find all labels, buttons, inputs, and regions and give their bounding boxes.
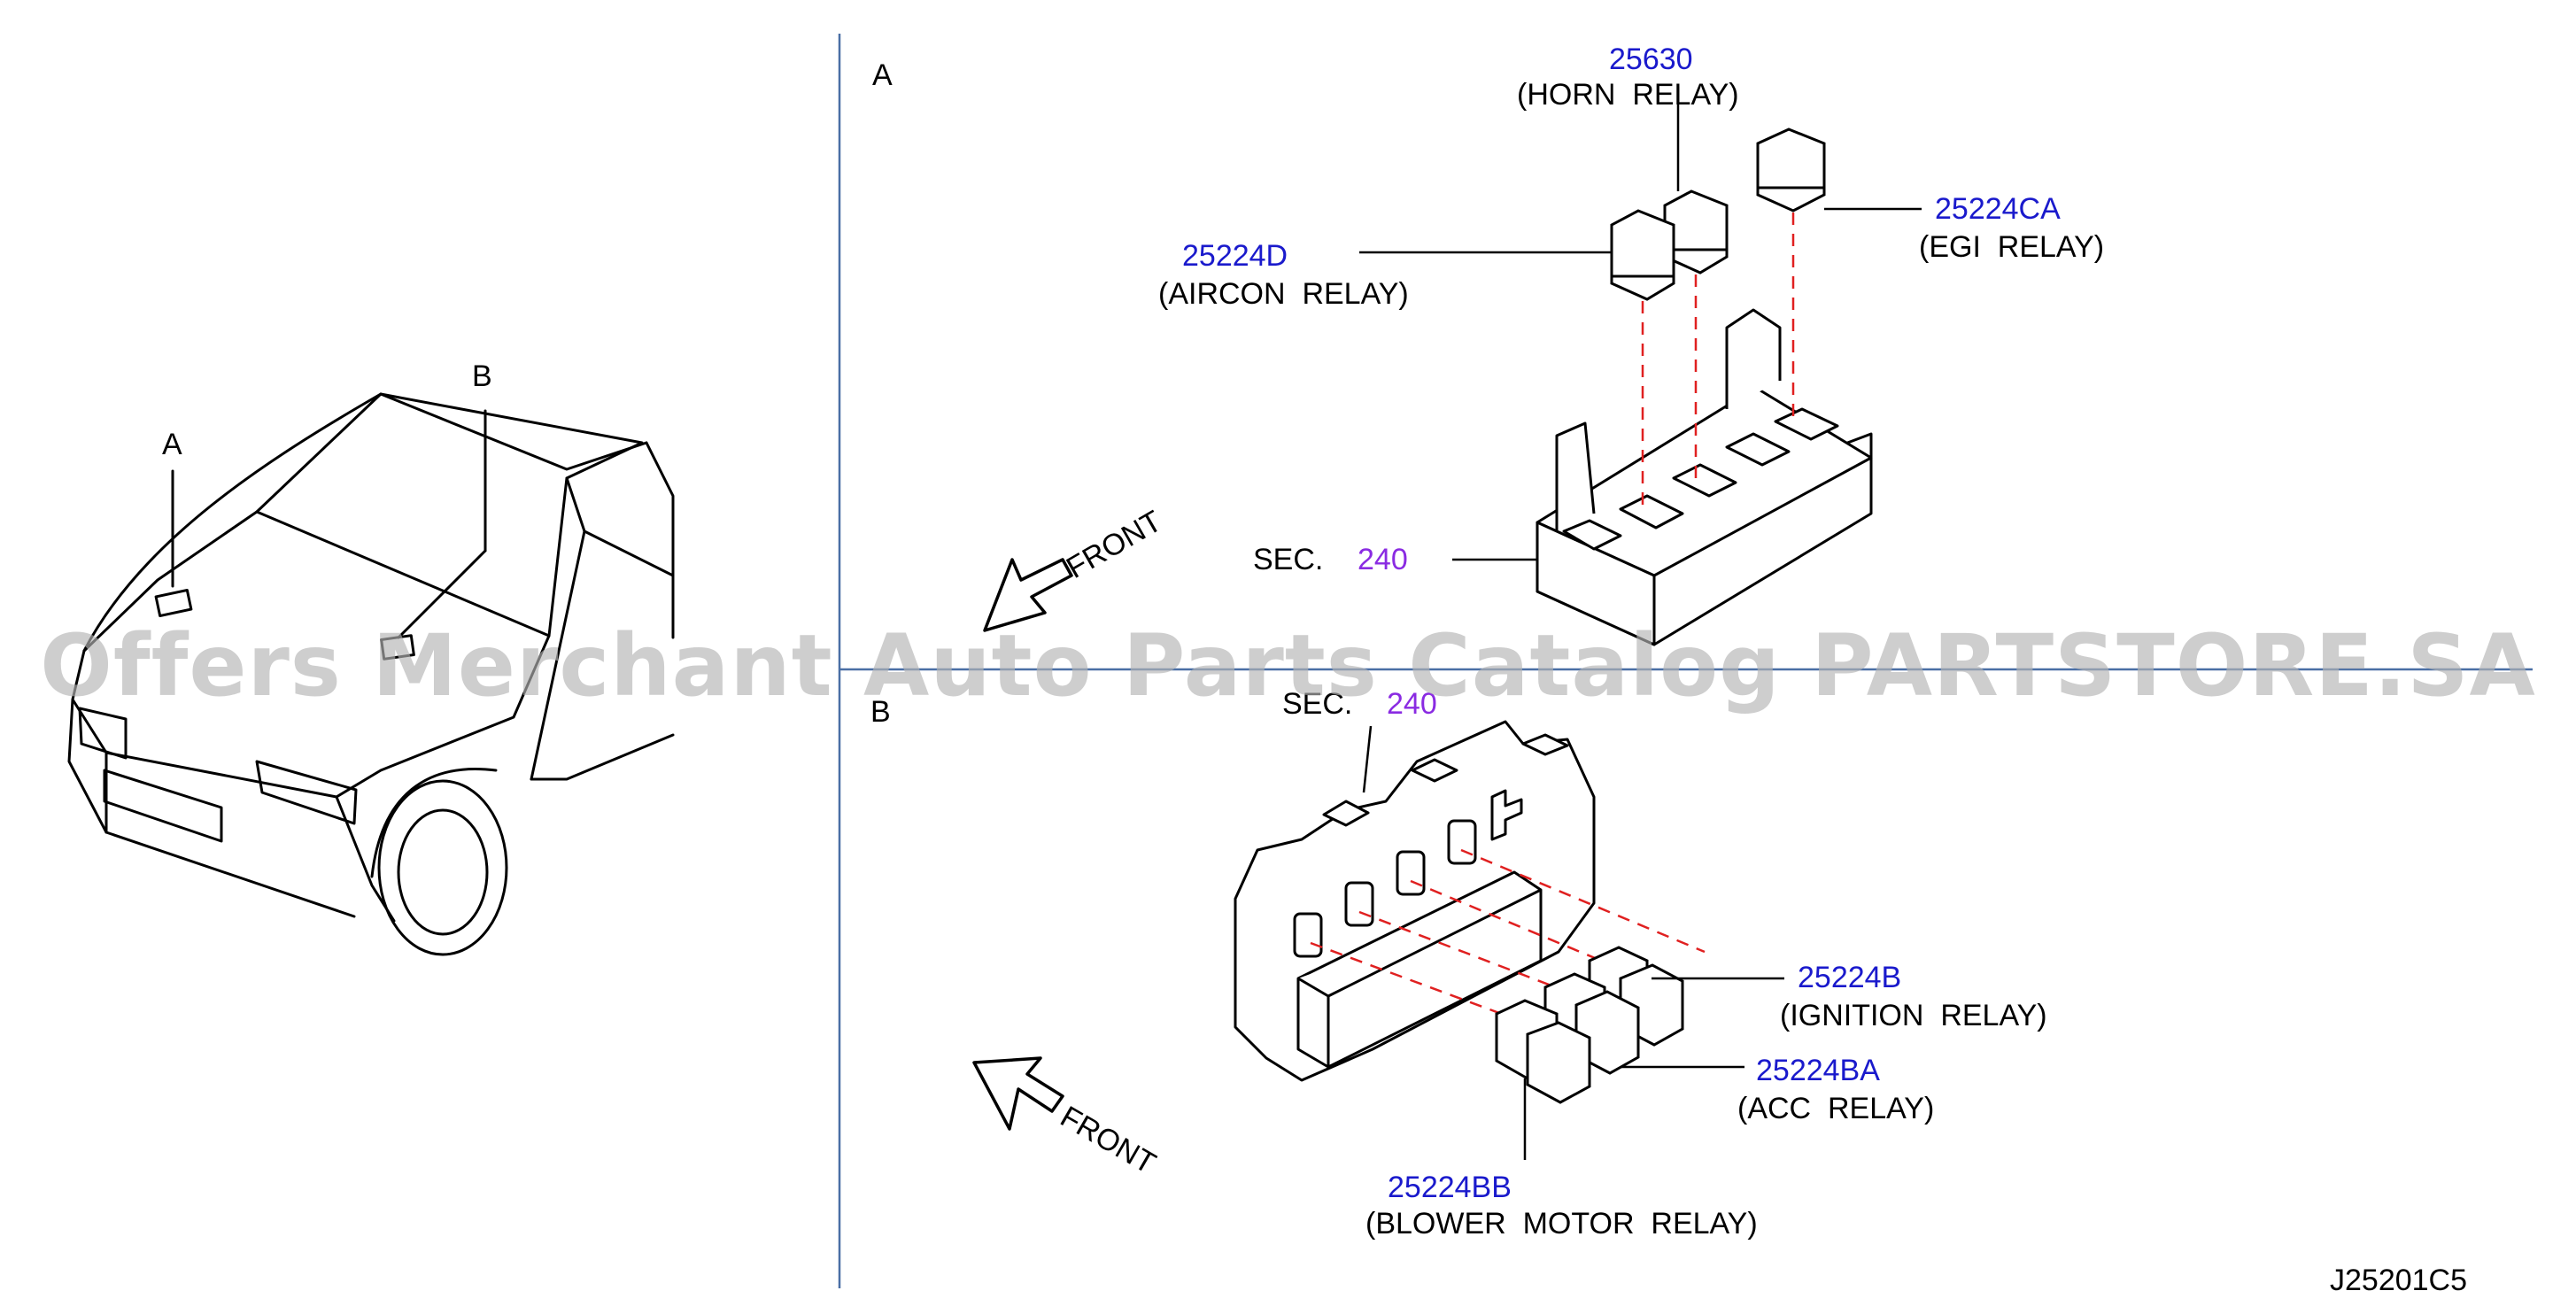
relay-aircon	[1610, 209, 1675, 301]
section-upper-label: SEC.	[1253, 543, 1323, 576]
blower-motor-relay-number: 25224BB	[1388, 1171, 1512, 1204]
front-label-lower: FRONT	[1055, 1100, 1161, 1180]
aircon-relay-name: (AIRCON RELAY)	[1158, 277, 1409, 311]
callout-b-panel: B	[870, 695, 891, 729]
relay-blower-motor	[1495, 999, 1591, 1104]
section-lower-number: 240	[1387, 687, 1437, 721]
leader-lines-lower	[1523, 977, 1784, 1160]
front-arrow-upper	[983, 558, 1073, 632]
leader-lines-upper	[1359, 87, 1922, 561]
horn-relay-name: (HORN RELAY)	[1517, 78, 1739, 112]
aircon-relay-number: 25224D	[1182, 239, 1288, 273]
section-lower-label: SEC.	[1282, 687, 1352, 721]
callout-b-small: B	[472, 359, 492, 393]
egi-relay-name: (EGI RELAY)	[1919, 230, 2104, 264]
blower-motor-relay-name: (BLOWER MOTOR RELAY)	[1365, 1207, 1758, 1241]
callout-a-panel: A	[872, 58, 893, 92]
vehicle-overview	[67, 392, 675, 956]
front-label-upper: FRONT	[1061, 504, 1167, 584]
horn-relay-number: 25630	[1609, 43, 1693, 76]
relay-egi	[1756, 128, 1826, 213]
diagram-code: J25201C5	[2330, 1264, 2467, 1297]
acc-relay-number: 25224BA	[1756, 1054, 1880, 1087]
callout-a-small: A	[162, 428, 182, 461]
section-upper-number: 240	[1358, 543, 1408, 576]
egi-relay-number: 25224CA	[1935, 192, 2061, 226]
fuse-block-lower	[1234, 720, 1596, 1082]
ignition-relay-name: (IGNITION RELAY)	[1780, 999, 2047, 1032]
acc-relay-name: (ACC RELAY)	[1737, 1092, 1934, 1125]
ignition-relay-number: 25224B	[1798, 961, 1901, 994]
leader-sec-lower	[1362, 725, 1373, 793]
panel-dividers	[838, 34, 2533, 1288]
relay-block-upper	[1536, 308, 1873, 646]
front-arrow-lower	[972, 1056, 1064, 1131]
